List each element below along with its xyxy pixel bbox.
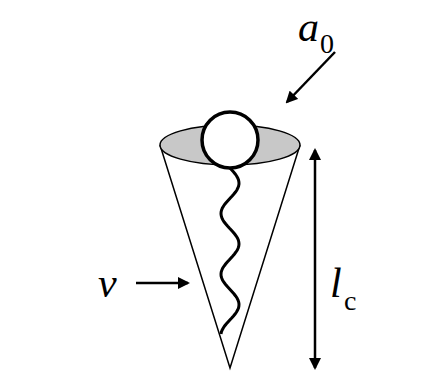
pointer-arrow: [136, 282, 188, 285]
symbol-label: v: [98, 262, 117, 304]
symbol-label: 0: [320, 30, 334, 58]
symbol-label: c: [344, 287, 356, 315]
pointer-arrow: [287, 52, 335, 102]
symbol-label: l: [330, 262, 342, 304]
length-arrow: [314, 150, 317, 368]
symbol-label: a: [298, 6, 319, 48]
chain: [221, 168, 239, 334]
head-group: [202, 112, 258, 168]
cone-outline: [160, 145, 300, 368]
